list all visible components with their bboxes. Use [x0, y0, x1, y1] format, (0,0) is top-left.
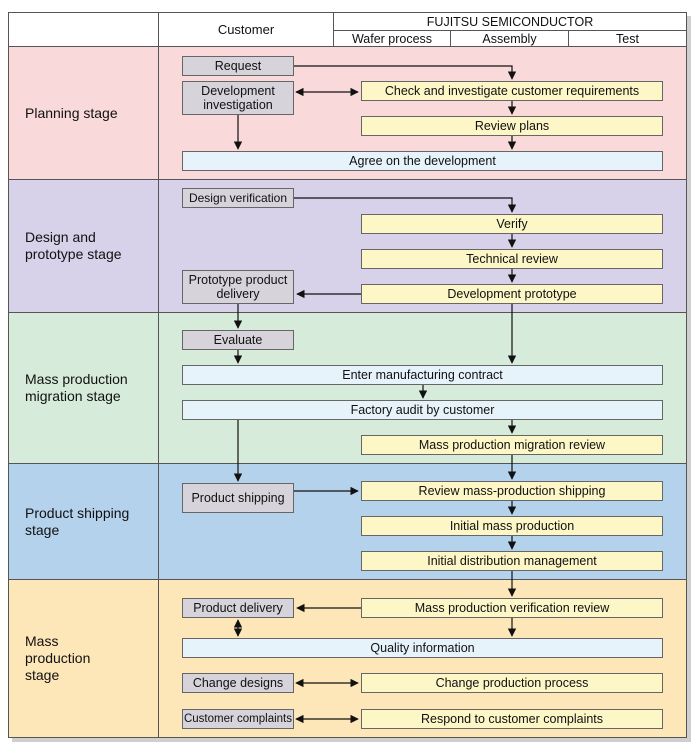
design-stage-label: Design and prototype stage [9, 180, 159, 312]
header-company: FUJITSU SEMICONDUCTOR [334, 13, 686, 31]
verification-review-box: Mass production verification review [361, 598, 663, 618]
development-prototype-box: Development prototype [361, 284, 663, 304]
flowchart-frame: Planning stage Design and prototype stag… [8, 12, 687, 738]
development-investigation-box: Development investigation [182, 81, 294, 115]
planning-stage-label: Planning stage [9, 47, 159, 179]
manufacturing-contract-box: Enter manufacturing contract [182, 365, 663, 385]
change-designs-box: Change designs [182, 673, 294, 693]
migration-review-box: Mass production migration review [361, 435, 663, 455]
migration-stage-label: Mass production migration stage [9, 313, 159, 463]
review-shipping-box: Review mass-production shipping [361, 481, 663, 501]
quality-information-box: Quality information [182, 638, 663, 658]
product-delivery-box: Product delivery [182, 598, 294, 618]
review-plans-box: Review plans [361, 116, 663, 136]
change-process-box: Change production process [361, 673, 663, 693]
respond-complaints-box: Respond to customer complaints [361, 709, 663, 729]
check-requirements-box: Check and investigate customer requireme… [361, 81, 663, 101]
verify-box: Verify [361, 214, 663, 234]
shipping-stage-label: Product shipping stage [9, 464, 159, 579]
initial-mass-production-box: Initial mass production [361, 516, 663, 536]
customer-complaints-box: Customer complaints [182, 709, 294, 729]
initial-distribution-box: Initial distribution management [361, 551, 663, 571]
design-verification-box: Design verification [182, 188, 294, 208]
header-wafer-process: Wafer process [334, 31, 451, 47]
prototype-delivery-box: Prototype product delivery [182, 270, 294, 304]
header-stage-corner [9, 13, 159, 47]
agree-development-box: Agree on the development [182, 151, 663, 171]
header-test: Test [569, 31, 686, 47]
factory-audit-box: Factory audit by customer [182, 400, 663, 420]
evaluate-box: Evaluate [182, 330, 294, 350]
mass-stage-label: Mass production stage [9, 580, 159, 737]
product-shipping-box: Product shipping [182, 483, 294, 513]
header-customer: Customer [159, 13, 334, 47]
request-box: Request [182, 56, 294, 76]
header-assembly: Assembly [451, 31, 569, 47]
technical-review-box: Technical review [361, 249, 663, 269]
